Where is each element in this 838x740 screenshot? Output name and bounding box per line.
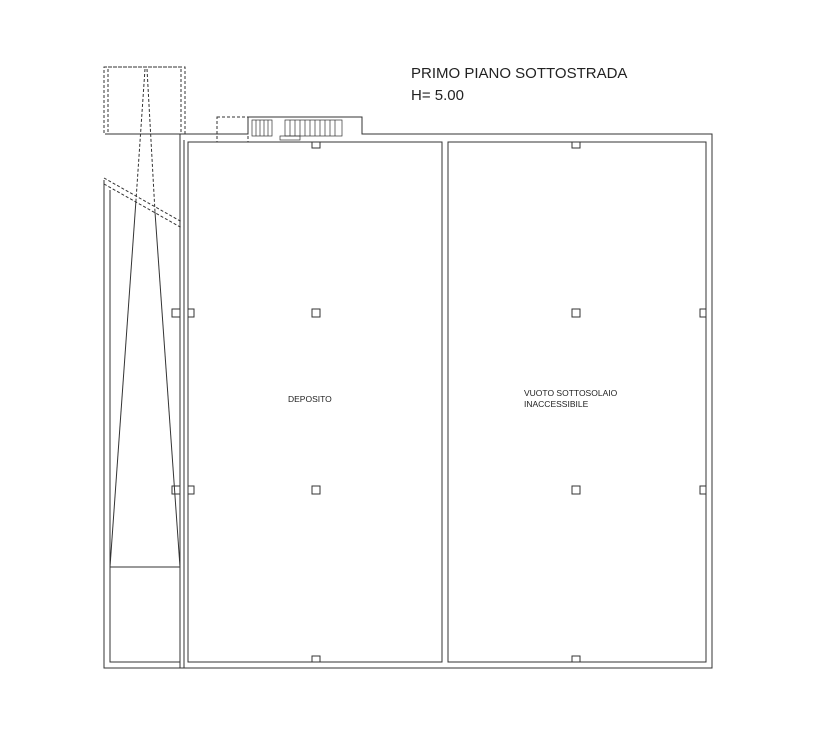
height-label: H= 5.00 — [411, 87, 464, 104]
outer-wall — [103, 116, 713, 669]
column — [571, 308, 581, 318]
dashed-shaft — [103, 66, 249, 229]
ramp-line — [109, 199, 137, 568]
column — [171, 308, 181, 318]
room-label-line2: INACCESSIBILE — [524, 399, 589, 409]
plan-title: PRIMO PIANO SOTTOSTRADA H= 5.00 — [411, 63, 627, 107]
stairs — [251, 119, 343, 141]
room-label-line1: VUOTO SOTTOSOLAIO — [524, 388, 618, 398]
ramp-line — [154, 211, 181, 568]
column — [311, 485, 321, 495]
column — [311, 308, 321, 318]
inner-wall-left-strip — [109, 190, 180, 663]
pilasters — [187, 141, 707, 663]
column — [571, 485, 581, 495]
column — [171, 485, 181, 495]
title-text: PRIMO PIANO SOTTOSTRADA — [411, 65, 628, 82]
room-label-deposito: DEPOSITO — [288, 394, 332, 404]
